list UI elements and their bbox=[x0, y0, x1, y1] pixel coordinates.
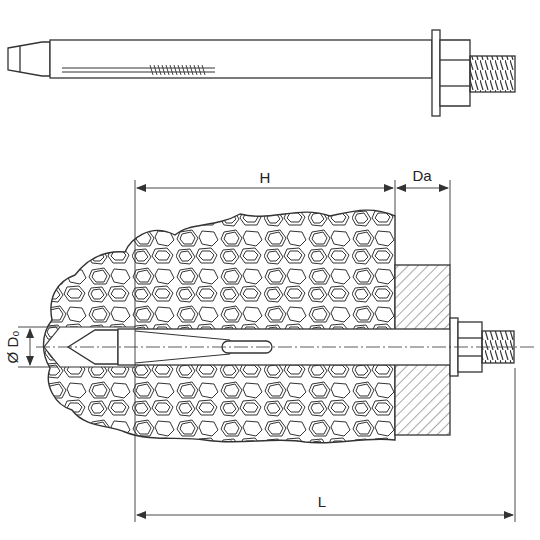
dimension-label: H bbox=[258, 170, 273, 187]
dimension-label: Da bbox=[410, 168, 433, 185]
dimension-label: L bbox=[316, 494, 328, 511]
diameter-label: Ø D₀ bbox=[5, 329, 22, 366]
